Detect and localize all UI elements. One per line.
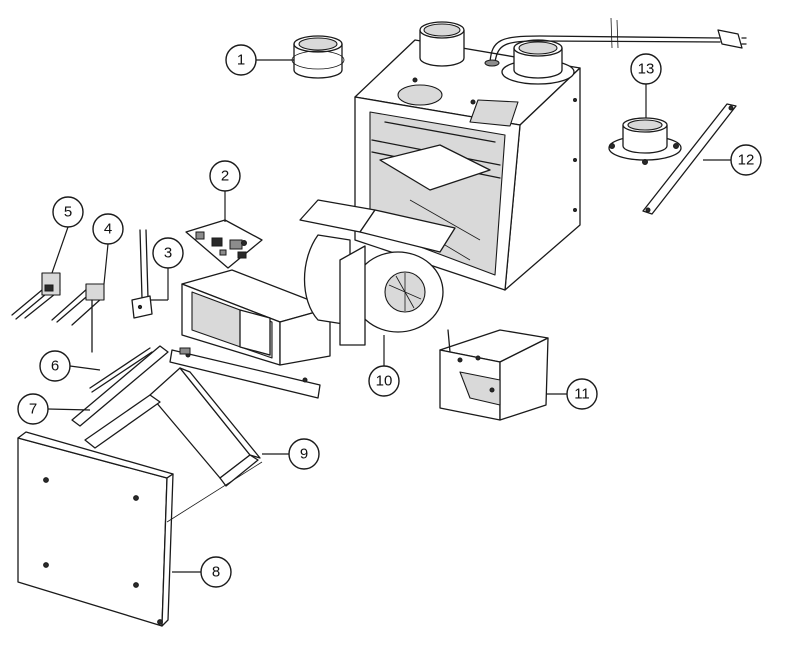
top-collar-left <box>419 21 465 67</box>
switch-part-3 <box>131 229 153 319</box>
sensor-part-5 <box>11 272 61 320</box>
callout-label-1: 1 <box>237 52 245 69</box>
callout-11: 11 <box>546 378 598 410</box>
callout-label-7: 7 <box>29 401 37 418</box>
blower-part-10 <box>299 199 456 346</box>
collar-part-1 <box>291 35 345 79</box>
grille-panel-part-8 <box>17 431 263 627</box>
callout-4: 4 <box>92 213 124 285</box>
callout-label-2: 2 <box>221 168 229 185</box>
callout-5: 5 <box>51 196 84 274</box>
filter-strip-part-7 <box>71 345 169 427</box>
callout-label-13: 13 <box>638 61 655 78</box>
damper-collar-part-13 <box>608 117 682 165</box>
callout-9: 9 <box>262 438 320 470</box>
callout-label-4: 4 <box>104 221 112 238</box>
callout-label-11: 11 <box>574 386 590 403</box>
mounting-bar-part-12 <box>642 103 737 215</box>
callout-label-3: 3 <box>164 245 172 262</box>
callout-label-6: 6 <box>51 358 59 375</box>
callout-12: 12 <box>703 144 762 176</box>
callout-label-12: 12 <box>738 152 755 169</box>
callout-8: 8 <box>172 556 232 588</box>
power-cord <box>484 17 747 67</box>
callout-10: 10 <box>368 335 400 397</box>
top-collar-right <box>501 39 575 85</box>
main-housing <box>354 39 581 291</box>
callout-2: 2 <box>209 160 241 222</box>
circuit-board-part-2 <box>185 219 263 269</box>
damper-housing-part-11 <box>439 329 549 421</box>
callout-label-9: 9 <box>300 446 308 463</box>
callout-label-8: 8 <box>212 564 220 581</box>
callout-label-10: 10 <box>376 373 393 390</box>
relay-part-4 <box>51 283 105 353</box>
callout-6: 6 <box>39 350 101 382</box>
callout-3: 3 <box>150 237 184 301</box>
callout-1: 1 <box>225 44 294 76</box>
electrical-box <box>169 269 331 399</box>
rod-part-6 <box>89 347 153 393</box>
callout-label-5: 5 <box>64 204 72 221</box>
callout-7: 7 <box>17 393 91 425</box>
callout-13: 13 <box>630 53 662 118</box>
filter-bracket-part-9 <box>84 367 261 487</box>
